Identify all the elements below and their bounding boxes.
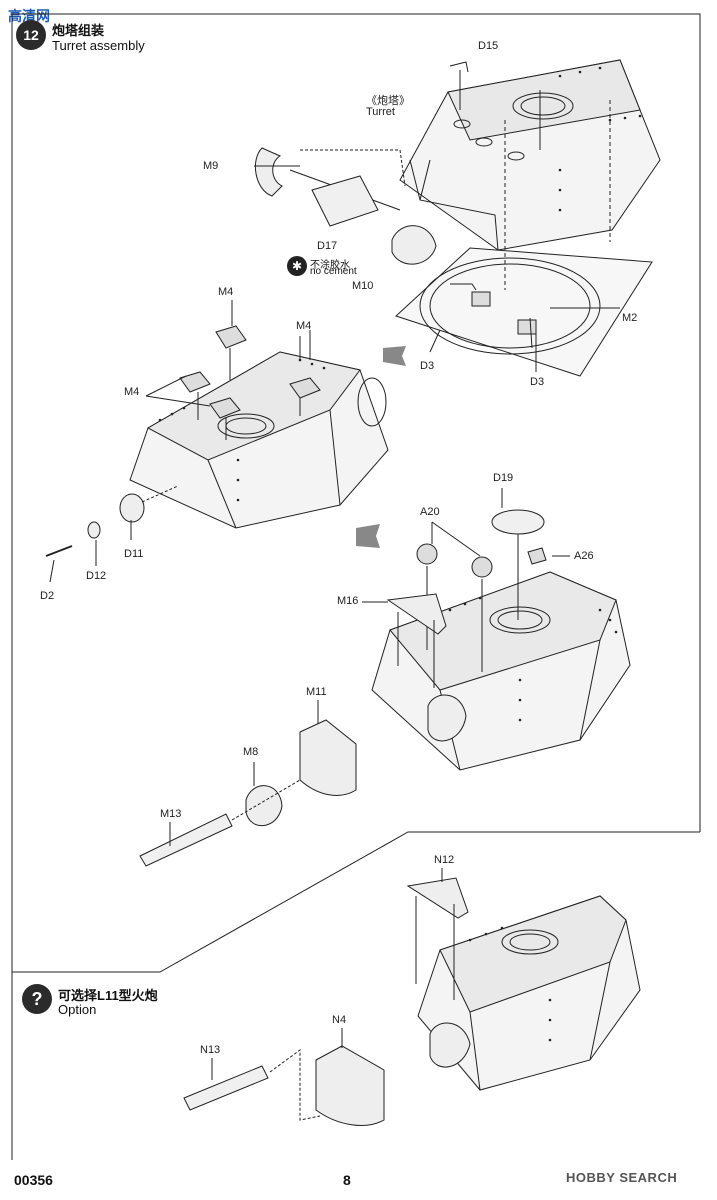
step-title-en: Turret assembly xyxy=(52,38,145,53)
turret-label-cn: 《炮塔》 xyxy=(366,95,410,107)
part-label-D17: D17 xyxy=(317,240,338,252)
part-label-A26: A26 xyxy=(574,550,594,562)
part-label-D3-left: D3 xyxy=(420,360,435,372)
source-logo-text: HOBBY SEARCH xyxy=(566,1170,678,1185)
option-question-icon: ? xyxy=(22,984,52,1014)
page-number: 8 xyxy=(343,1172,351,1188)
no-cement-en: no cement xyxy=(310,266,357,277)
kit-code: 00356 xyxy=(14,1172,53,1188)
part-label-N4: N4 xyxy=(332,1014,347,1026)
watermark: 高清网 xyxy=(8,9,50,25)
no-cement-icon: ✱ xyxy=(287,256,307,276)
step-number-badge: 12 xyxy=(16,20,46,50)
turret-top-drawing xyxy=(254,59,661,377)
part-label-D15: D15 xyxy=(478,40,499,52)
part-label-M4-top: M4 xyxy=(218,286,234,298)
part-label-M4-right: M4 xyxy=(296,320,312,332)
option-turret-drawing xyxy=(183,877,641,1126)
part-label-M8: M8 xyxy=(243,746,259,758)
part-label-D19: D19 xyxy=(493,472,514,484)
no-cement-cn: 不涂胶水 xyxy=(310,260,350,271)
part-label-M11: M11 xyxy=(306,686,327,698)
part-label-M4-left: M4 xyxy=(124,386,140,398)
part-label-N13: N13 xyxy=(200,1044,221,1056)
part-label-D3-right: D3 xyxy=(530,376,545,388)
part-label-D12: D12 xyxy=(86,570,107,582)
part-label-N12: N12 xyxy=(434,854,455,866)
part-label-M16: M16 xyxy=(337,595,359,607)
option-title-en: Option xyxy=(58,1002,97,1017)
part-label-M9: M9 xyxy=(203,160,219,172)
step-title-cn: 炮塔组装 xyxy=(52,23,105,38)
part-label-A20: A20 xyxy=(420,506,440,518)
part-label-D11: D11 xyxy=(124,548,144,560)
turret-label-en: Turret xyxy=(366,106,395,118)
turret-lower-drawing xyxy=(139,509,631,867)
part-label-M13: M13 xyxy=(160,808,182,820)
turret-middle-drawing xyxy=(45,325,389,557)
part-label-M2: M2 xyxy=(622,312,638,324)
part-label-D2: D2 xyxy=(40,590,55,602)
part-label-M10: M10 xyxy=(352,280,374,292)
option-title-cn: 可选择L11型火炮 xyxy=(58,988,158,1003)
